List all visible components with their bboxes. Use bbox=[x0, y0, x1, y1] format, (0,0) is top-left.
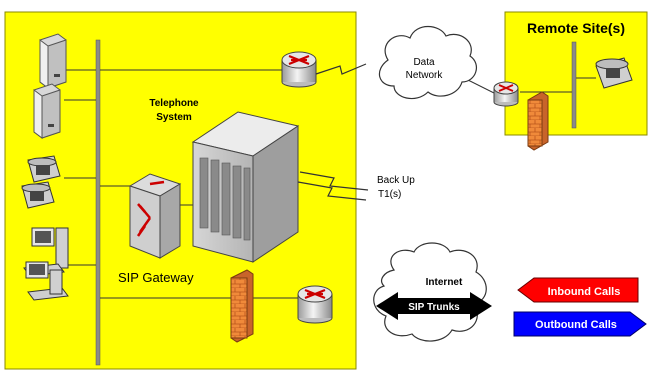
inbound-calls-arrow bbox=[517, 277, 639, 303]
wan-link-lightning bbox=[315, 63, 367, 75]
sip-gateway-icon bbox=[128, 173, 182, 259]
data-network-label: Data bbox=[413, 57, 435, 68]
remote-phone-icon bbox=[595, 57, 633, 89]
phone-icon bbox=[21, 155, 61, 209]
telephone-system-label: Telephone bbox=[149, 98, 199, 109]
data-network-cloud bbox=[378, 25, 478, 100]
internet-label: Internet bbox=[426, 277, 463, 288]
firewall-icon bbox=[527, 91, 549, 151]
firewall-icon bbox=[230, 269, 254, 343]
sip-gateway-label: SIP Gateway bbox=[118, 270, 194, 285]
server-icon bbox=[33, 33, 67, 139]
telephone-system-icon bbox=[191, 111, 300, 263]
remote-lan-backbone bbox=[571, 41, 577, 129]
cloud-remote-link bbox=[467, 79, 497, 95]
backup-t1-label: Back Up bbox=[377, 175, 415, 186]
sip-trunks-label: SIP Trunks bbox=[408, 302, 460, 313]
workstation-icon bbox=[23, 227, 69, 301]
telephone-system-label-2: System bbox=[156, 112, 192, 123]
router-icon bbox=[281, 51, 317, 88]
outbound-calls-arrow bbox=[513, 311, 647, 337]
router-icon bbox=[297, 285, 333, 324]
backup-t1-label-2: T1(s) bbox=[378, 189, 401, 200]
remote-sites-label: Remote Site(s) bbox=[527, 20, 625, 36]
outbound-calls-label: Outbound Calls bbox=[535, 319, 617, 331]
backup-t1-lightning bbox=[299, 171, 369, 191]
inbound-calls-label: Inbound Calls bbox=[548, 286, 621, 298]
backup-t1-lightning-2 bbox=[297, 181, 367, 201]
lan-backbone bbox=[95, 39, 101, 366]
data-network-label-2: Network bbox=[406, 70, 444, 81]
internet-cloud bbox=[373, 242, 487, 342]
sip-trunks-arrow bbox=[376, 292, 492, 320]
router-icon bbox=[493, 81, 519, 107]
